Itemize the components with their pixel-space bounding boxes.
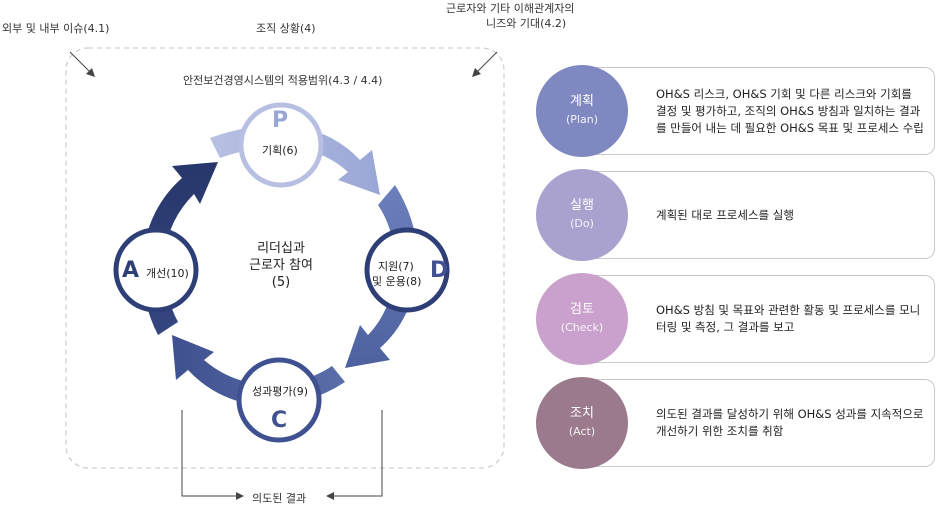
do-circle xyxy=(364,227,450,313)
stakeholder-label-2: 니즈와 기대(4.2) xyxy=(486,17,567,30)
act-label: 개선(10) xyxy=(146,267,189,280)
intended-results-arrowhead-right xyxy=(326,492,334,500)
pdca-row-act: 조치 (Act) 의도된 결과를 달성하기 위해 OH&S 성과를 지속적으로 … xyxy=(536,377,935,469)
pdca-row-plan: 계획 (Plan) OH&S 리스크, OH&S 기회 및 다른 리스크와 기회… xyxy=(536,65,935,157)
external-issues-arrowhead xyxy=(86,68,95,77)
check-badge-title: 검토 xyxy=(570,302,594,317)
scope-boundary xyxy=(65,47,505,469)
intended-results-bracket-left xyxy=(181,410,240,497)
external-issues-arrow xyxy=(69,51,93,75)
check-circle xyxy=(236,357,322,443)
do-label-1: 지원(7) xyxy=(378,260,414,273)
act-letter: A xyxy=(122,258,140,283)
check-badge-sub: (Check) xyxy=(560,321,604,334)
leadership-line-3: (5) xyxy=(271,275,291,290)
pdca-row-check: 검토 (Check) OH&S 방침 및 목표와 관련한 활동 및 프로세스를 … xyxy=(536,273,935,365)
plan-label: 기획(6) xyxy=(262,144,298,157)
stakeholder-label-1: 근로자와 기타 이해관계자의 xyxy=(446,2,575,15)
do-badge-title: 실행 xyxy=(570,198,594,213)
stakeholder-arrowhead xyxy=(472,68,481,77)
pdca-row-box xyxy=(581,379,935,467)
plan-letter: P xyxy=(272,108,289,133)
intended-results-label: 의도된 결과 xyxy=(252,492,307,505)
org-context-label: 조직 상황(4) xyxy=(256,22,316,35)
check-letter: C xyxy=(271,408,288,433)
do-badge: 실행 (Do) xyxy=(536,169,628,261)
pdca-cycle-diagram xyxy=(65,47,505,500)
leadership-line-2: 근로자 참여 xyxy=(249,258,313,273)
leadership-line-1: 리더십과 xyxy=(257,241,305,256)
leadership-label: 리더십과 근로자 참여 (5) xyxy=(236,240,326,291)
plan-badge-sub: (Plan) xyxy=(566,113,598,126)
stakeholder-arrow xyxy=(474,51,498,75)
scope-label: 안전보건경영시스템의 적용범위(4.3 / 4.4) xyxy=(183,74,383,87)
act-circle xyxy=(113,227,199,313)
do-letter: D xyxy=(430,258,449,283)
check-label: 성과평가(9) xyxy=(252,385,309,398)
act-badge-sub: (Act) xyxy=(568,425,596,438)
intended-results-bracket-right xyxy=(330,410,383,497)
pdca-row-do: 실행 (Do) 계획된 대로 프로세스를 실행 xyxy=(536,169,935,261)
do-badge-sub: (Do) xyxy=(570,217,594,230)
pdca-row-box xyxy=(581,171,935,259)
check-badge: 검토 (Check) xyxy=(536,273,628,365)
plan-circle xyxy=(238,102,324,188)
do-label-2: 및 운용(8) xyxy=(372,275,422,288)
plan-badge: 계획 (Plan) xyxy=(536,65,628,157)
plan-badge-title: 계획 xyxy=(570,94,594,109)
act-description: 의도된 결과를 달성하기 위해 OH&S 성과를 지속적으로 개선하기 위한 조… xyxy=(656,407,924,438)
act-badge: 조치 (Act) xyxy=(536,377,628,469)
do-description: 계획된 대로 프로세스를 실행 xyxy=(656,207,794,222)
plan-description: OH&S 리스크, OH&S 기회 및 다른 리스크와 기회를 결정 및 평가하… xyxy=(656,86,924,135)
act-badge-title: 조치 xyxy=(570,406,594,421)
external-issues-label: 외부 및 내부 이슈(4.1) xyxy=(2,22,110,35)
pdca-row-box xyxy=(581,275,935,363)
pdca-row-box xyxy=(581,67,935,155)
check-description: OH&S 방침 및 목표와 관련한 활동 및 프로세스를 모니터링 및 측정, … xyxy=(656,303,921,334)
intended-results-arrowhead-left xyxy=(236,492,244,500)
